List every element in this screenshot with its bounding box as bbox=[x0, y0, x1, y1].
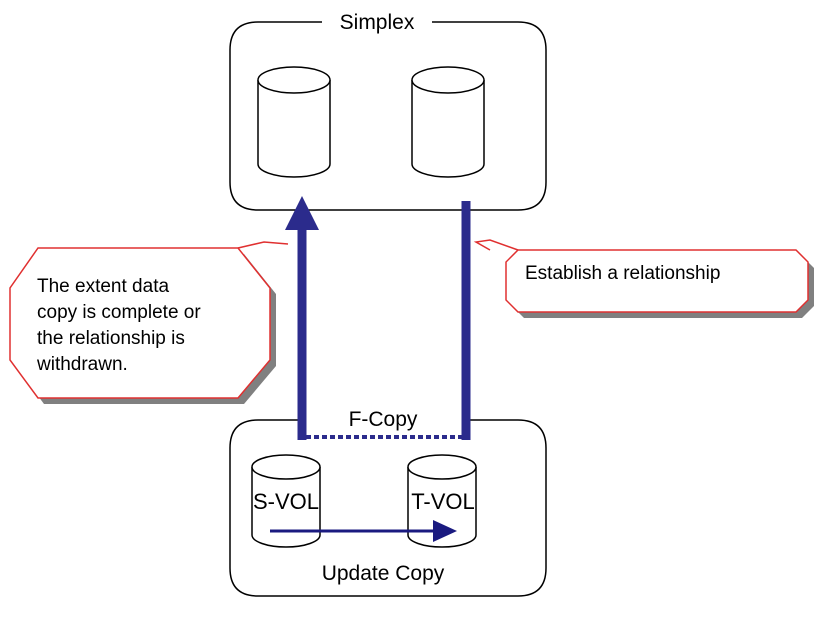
simplex-box-outline bbox=[229, 21, 547, 211]
withdraw-callout: The extent data copy is complete or the … bbox=[9, 241, 289, 404]
copy-arrow bbox=[270, 520, 457, 542]
simplex-label: Simplex bbox=[340, 11, 415, 34]
t-vol-cylinder-icon bbox=[407, 454, 477, 548]
withdraw-callout-bubble bbox=[9, 247, 271, 399]
withdraw-callout-line: The extent data bbox=[37, 276, 169, 297]
update-copy-label: Update Copy bbox=[322, 562, 445, 585]
s-vol-label: S-VOL bbox=[253, 489, 319, 514]
update-copy-box-outline bbox=[229, 419, 547, 597]
t-vol-label: T-VOL bbox=[411, 489, 475, 514]
withdraw-callout-line: the relationship is bbox=[37, 328, 185, 349]
withdraw-callout-line: withdrawn. bbox=[36, 354, 128, 375]
establish-callout-pointer bbox=[473, 239, 519, 251]
simplex-state-box: Simplex bbox=[229, 11, 547, 211]
establish-callout: Establish a relationship bbox=[473, 239, 814, 318]
f-copy-label: F-Copy bbox=[349, 408, 418, 431]
establish-callout-text: Establish a relationship bbox=[525, 263, 720, 284]
update-copy-state-box: Update Copy S-VOL T-VOL bbox=[229, 419, 547, 597]
volume-cylinder-icon bbox=[411, 66, 485, 178]
withdraw-callout-line: copy is complete or bbox=[37, 302, 201, 323]
withdraw-transition-arrow bbox=[285, 196, 319, 440]
volume-cylinder-icon bbox=[257, 66, 331, 178]
s-vol-cylinder-icon bbox=[251, 454, 321, 548]
establish-callout-bubble bbox=[505, 249, 809, 313]
withdraw-callout-pointer bbox=[237, 241, 289, 249]
